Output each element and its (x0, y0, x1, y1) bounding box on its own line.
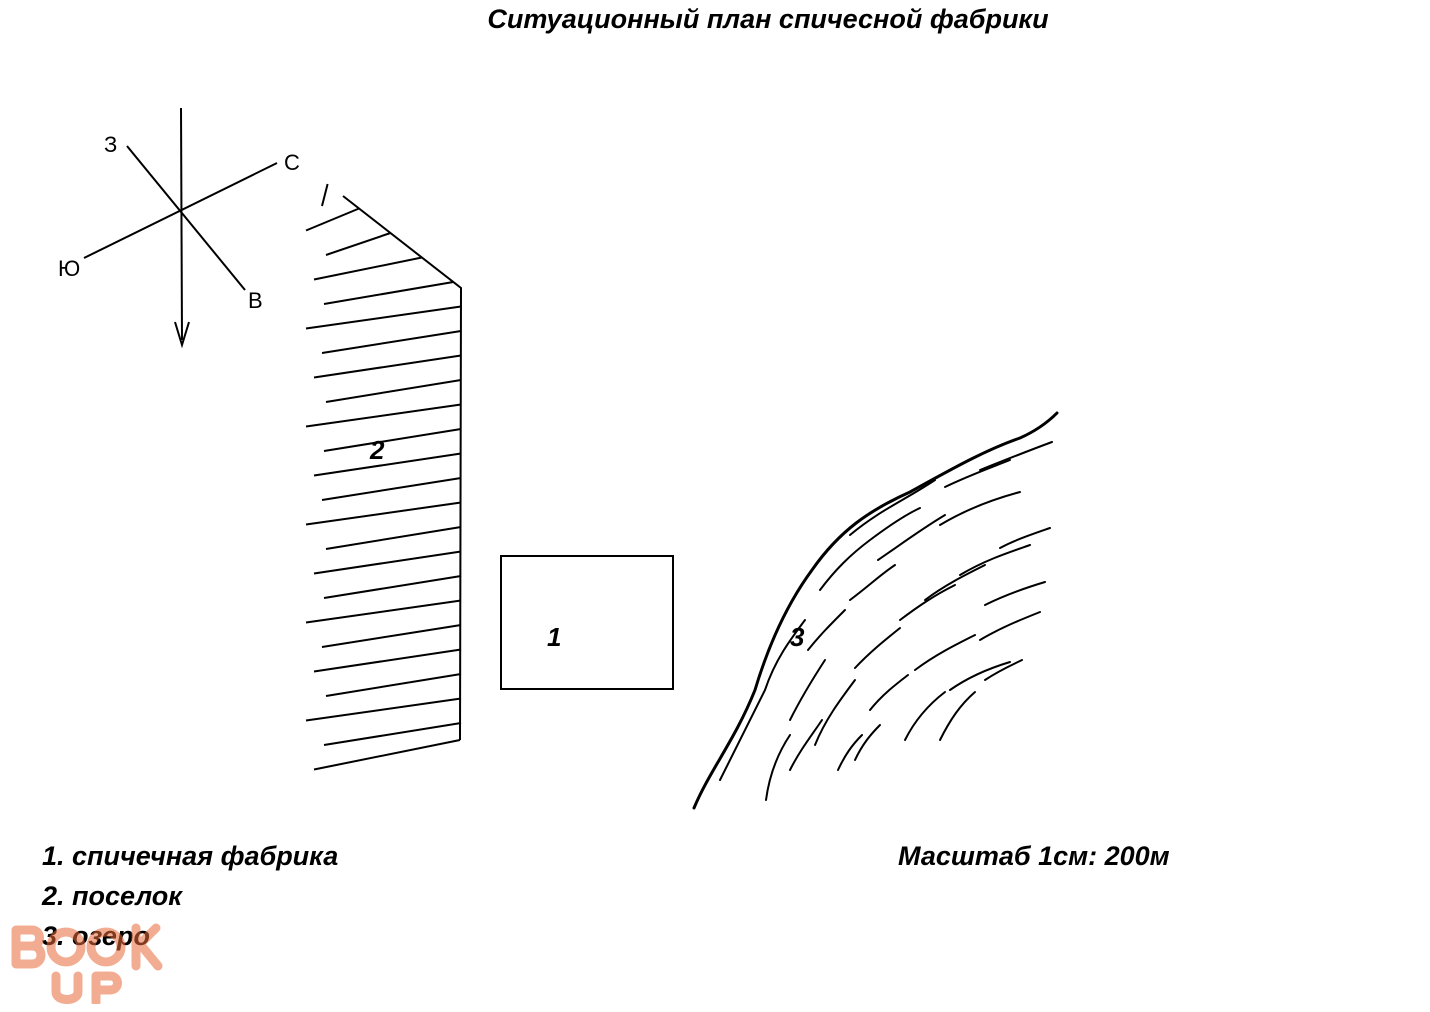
compass-axis-west-east (126, 145, 246, 291)
compass-vertical-axis (180, 107, 183, 341)
lake-wave (939, 691, 976, 741)
lake-shoreline (692, 411, 1059, 810)
village-hatch-line (321, 330, 462, 354)
village-hatch-line (313, 452, 462, 477)
village-hatch-line (325, 526, 462, 550)
lake-wave (837, 734, 863, 771)
factory-label: 1 (547, 622, 561, 652)
village-hatch-line (313, 256, 423, 281)
lake-wave (869, 674, 909, 711)
village-hatch-line (305, 207, 360, 232)
compass-label-west: З (104, 132, 117, 157)
village-hatch-line (321, 624, 462, 648)
lake-wave (984, 659, 1023, 681)
village-hatch-line (313, 648, 462, 673)
compass-arrow-icon (174, 321, 190, 349)
lake-wave (789, 659, 826, 721)
village-hatch-line (323, 722, 462, 746)
lake-wave (849, 479, 936, 536)
village-hatch-line (305, 403, 462, 428)
lake-wave (979, 611, 1041, 641)
village-outline (342, 195, 463, 741)
compass-label-north: С (284, 150, 300, 175)
lake-wave (877, 514, 946, 561)
lake-area (692, 411, 1059, 810)
village-hatch-line (323, 428, 462, 452)
lake-wave (944, 459, 1011, 488)
factory-building (500, 555, 674, 690)
lake-wave (899, 584, 956, 621)
lake-wave (849, 564, 896, 601)
lake-wave (719, 619, 806, 781)
village-hatch-line (325, 379, 462, 403)
village-hatch-line (323, 281, 454, 305)
lake-wave (939, 491, 1021, 526)
village-hatch-line (325, 673, 462, 697)
village-hatch-line (313, 354, 462, 379)
village-hatch-line (321, 183, 329, 207)
lake-wave (949, 661, 1011, 691)
lake-wave (807, 609, 846, 651)
village-area (305, 183, 463, 771)
map-title: Ситуационный план спичесной фабрики (487, 4, 1049, 34)
compass-rose (83, 107, 278, 349)
legend-item-village: 2. поселок (42, 881, 182, 911)
lake-wave (789, 719, 823, 771)
village-hatch-line (305, 599, 462, 624)
lake-wave (914, 634, 976, 671)
publisher-logo-shapes (11, 923, 163, 1004)
village-hatch-line (313, 550, 462, 575)
lake-label: 3 (790, 622, 805, 652)
village-hatch-line (313, 739, 461, 771)
lake-wave (959, 544, 1031, 576)
lake-wave (854, 627, 901, 669)
legend-item-factory: 1. спичечная фабрика (42, 841, 339, 871)
lake-wave (979, 441, 1053, 471)
village-hatch-line (323, 575, 462, 599)
compass-label-south: Ю (58, 256, 80, 281)
village-hatch-line (305, 501, 462, 526)
lake-wave (984, 581, 1046, 606)
scale-text: Масштаб 1см: 200м (898, 841, 1170, 871)
village-hatch-line (305, 697, 462, 722)
lake-wave (924, 564, 986, 601)
village-hatch-line (305, 305, 462, 330)
lake-wave (819, 507, 921, 591)
village-label: 2 (369, 435, 385, 465)
lake-wave (904, 691, 946, 741)
village-hatch-line (321, 477, 462, 501)
publisher-logo (11, 923, 163, 1004)
lake-wave (765, 734, 791, 801)
lake-wave (814, 679, 856, 746)
lake-wave (999, 527, 1051, 549)
lake-wave (854, 724, 881, 761)
village-hatch-line (325, 232, 391, 256)
compass-label-east: В (248, 288, 263, 313)
village-hatching (305, 183, 462, 771)
